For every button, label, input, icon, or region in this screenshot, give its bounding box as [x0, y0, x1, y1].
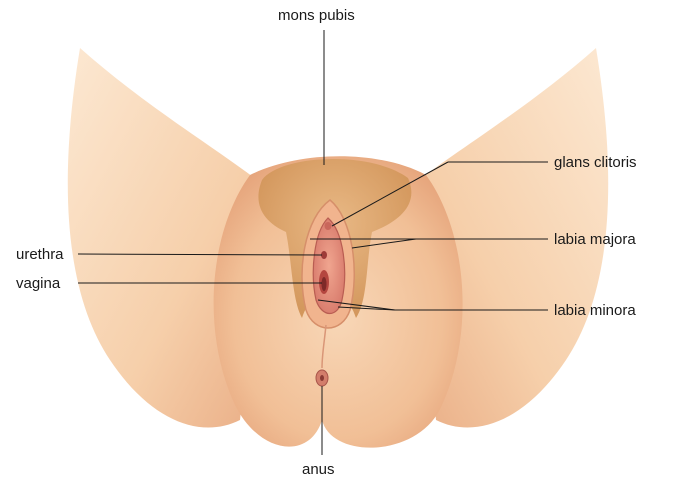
clitoris-shape [325, 222, 332, 230]
anus-center [320, 375, 324, 381]
label-labia-majora: labia majora [554, 232, 636, 247]
label-glans-clitoris: glans clitoris [554, 155, 637, 170]
label-anus: anus [302, 462, 335, 477]
vagina-opening-inner [322, 277, 327, 291]
label-mons-pubis: mons pubis [278, 8, 355, 23]
label-vagina: vagina [16, 276, 60, 291]
label-urethra: urethra [16, 247, 64, 262]
label-labia-minora: labia minora [554, 303, 636, 318]
